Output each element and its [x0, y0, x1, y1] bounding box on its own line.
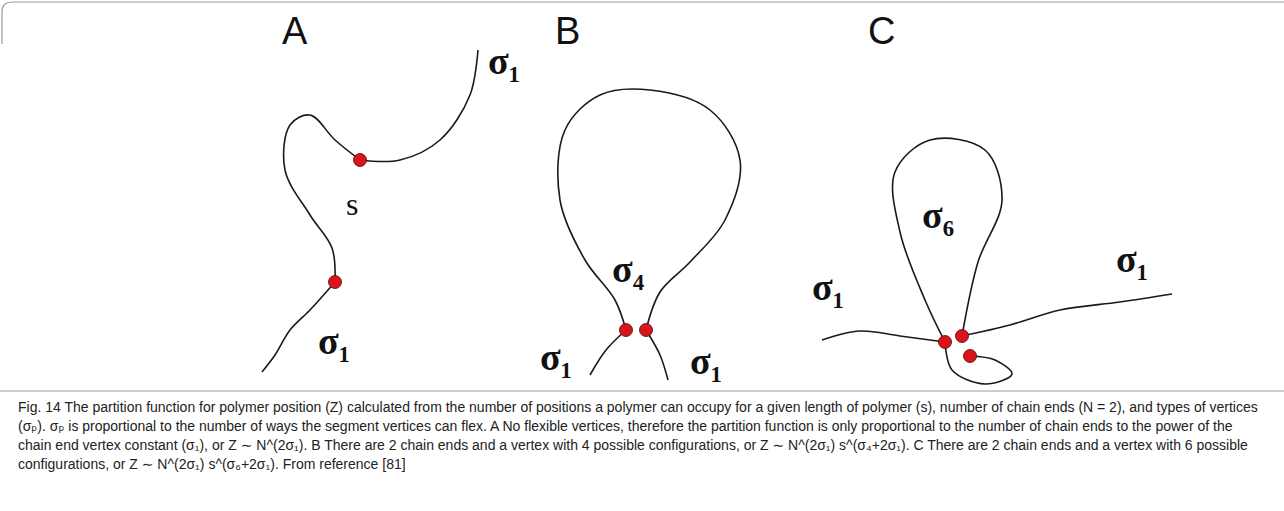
- polymer-chain: [646, 330, 668, 380]
- panel-letter: B: [555, 12, 580, 50]
- vertex-constant: σ₁: [1116, 240, 1148, 278]
- panel-letter: A: [282, 12, 307, 50]
- polymer-chain: [590, 330, 626, 375]
- panel-letter: C: [868, 12, 895, 50]
- chain-vertex: [620, 324, 633, 337]
- polymer-chain: [893, 138, 1003, 342]
- chain-vertex: [640, 324, 653, 337]
- vertex-constant: σ₁: [488, 42, 520, 80]
- vertex-constant: σ₁: [690, 342, 722, 380]
- chain-vertex: [354, 154, 367, 167]
- frame-line: [2, 2, 1284, 44]
- vertex-constant: σ₁: [318, 322, 350, 360]
- chain-length: s: [346, 188, 358, 220]
- polymer-chain: [962, 294, 1172, 336]
- figure-caption: Fig. 14 The partition function for polym…: [18, 398, 1266, 474]
- polymer-chain: [945, 342, 1012, 384]
- chain-vertex: [956, 330, 969, 343]
- polymer-chain: [284, 115, 360, 282]
- chain-vertex: [329, 276, 342, 289]
- polymer-chain: [558, 89, 741, 330]
- vertex-constant: σ₁: [812, 268, 844, 306]
- polymer-chain: [822, 331, 945, 342]
- vertex-constant: σ₆: [922, 196, 954, 234]
- polymer-chain: [360, 50, 478, 161]
- chain-vertex: [964, 350, 977, 363]
- vertex-constant: σ₁: [540, 338, 572, 376]
- chain-vertex: [939, 336, 952, 349]
- caption-rule: [0, 391, 1284, 392]
- vertex-constant: σ₄: [612, 250, 644, 288]
